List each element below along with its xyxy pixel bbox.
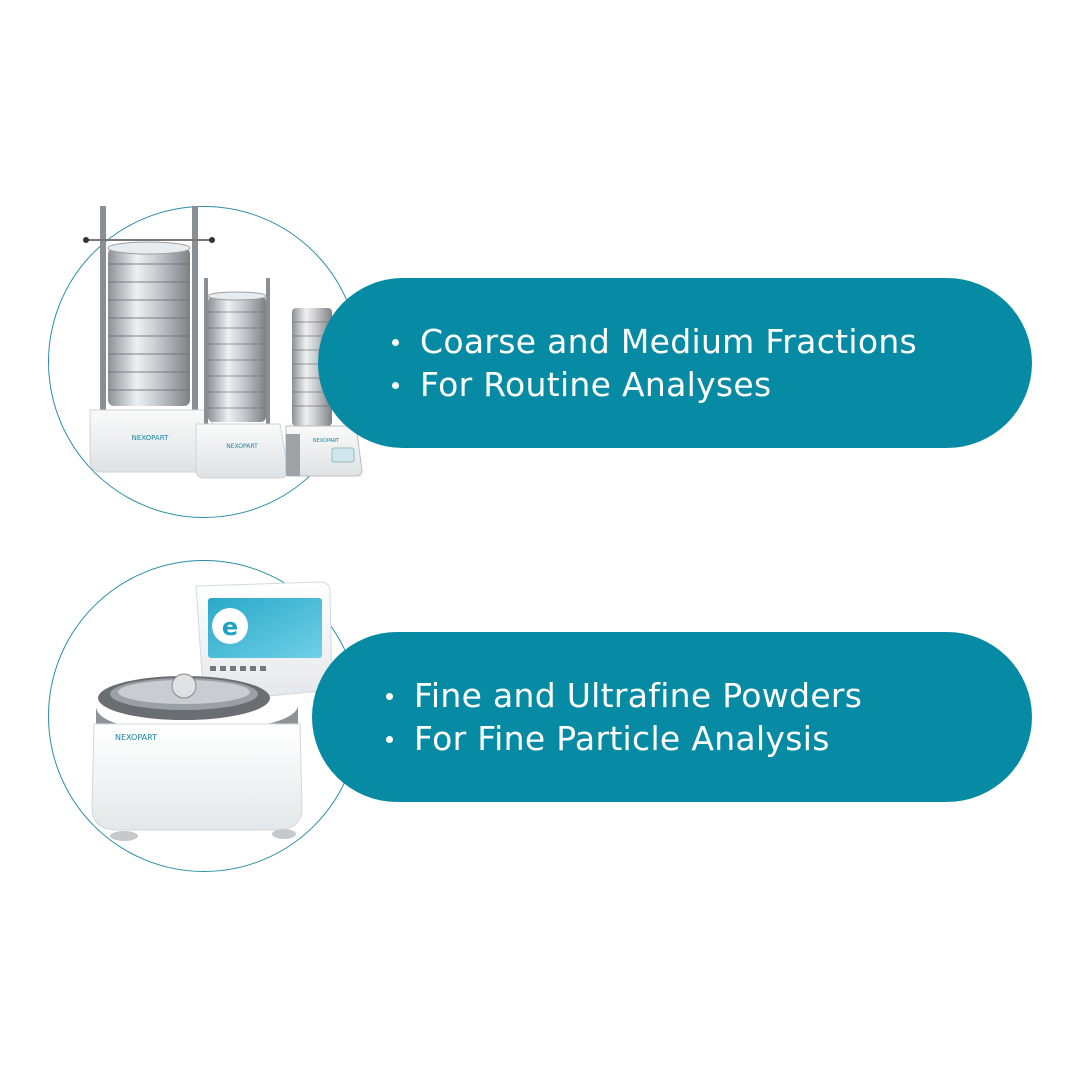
feature-pill-1: Coarse and Medium Fractions For Routine … bbox=[318, 278, 1032, 448]
feature-list-2: Fine and Ultrafine Powders For Fine Part… bbox=[384, 674, 1032, 760]
feature-pill-2: Fine and Ultrafine Powders For Fine Part… bbox=[312, 632, 1032, 802]
svg-text:NEXOPART: NEXOPART bbox=[132, 434, 169, 442]
svg-text:NEXOPART: NEXOPART bbox=[313, 438, 340, 444]
feature-list-1: Coarse and Medium Fractions For Routine … bbox=[390, 320, 1032, 406]
svg-text:e: e bbox=[222, 613, 238, 641]
feature-bullet: For Fine Particle Analysis bbox=[384, 717, 1032, 760]
svg-text:NEXOPART: NEXOPART bbox=[226, 443, 258, 450]
sieve-shakers-product-image: NEXOPART NEXOPART NEXOPART bbox=[83, 206, 363, 479]
feature-bullet: Fine and Ultrafine Powders bbox=[384, 674, 1032, 717]
feature-bullet: For Routine Analyses bbox=[390, 363, 1032, 406]
feature-bullet: Coarse and Medium Fractions bbox=[390, 320, 1032, 363]
air-jet-sieve-product-image: e NEXOPART bbox=[91, 581, 333, 841]
svg-text:NEXOPART: NEXOPART bbox=[115, 733, 157, 742]
